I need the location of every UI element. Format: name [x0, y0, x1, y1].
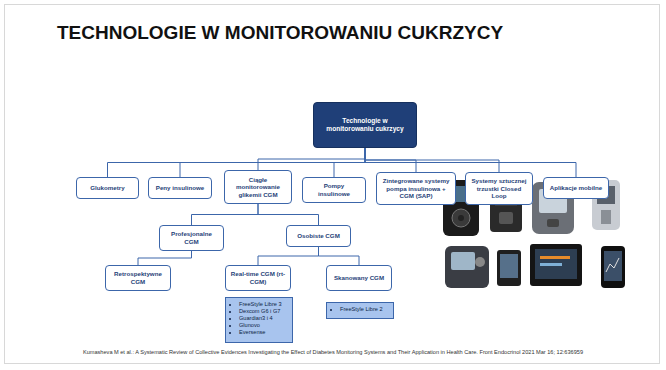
node-label: Aplikacje mobilne: [550, 184, 603, 192]
category-box: Pompy insulinowe: [302, 177, 366, 203]
category-box: Systemy sztucznej trzustki Closed Loop: [465, 172, 533, 205]
node-label: Retrospektywne CGM: [110, 270, 166, 285]
cgm-type-box: Retrospektywne CGM: [105, 265, 171, 291]
tree-connector: [334, 148, 365, 177]
device-list-box: FreeStyle Libre 3Dexcom G6 i G7Guardian3…: [225, 297, 293, 343]
tree-connector: [192, 204, 259, 225]
tree-connector: [365, 148, 499, 172]
device-list: FreeStyle Libre 3Dexcom G6 i G7Guardian3…: [231, 301, 282, 336]
device-list-box: FreeStyle Libre 2: [326, 302, 394, 319]
device-name: Glunovo: [239, 322, 282, 329]
node-label: Profesjonalne CGM: [164, 230, 219, 245]
tree-connector: [319, 247, 360, 265]
tree-connector: [258, 247, 319, 265]
node-label: Real-time CGM (rt-CGM): [230, 270, 286, 285]
device-name: Dexcom G6 i G7: [239, 308, 282, 315]
subcategory-box: Profesjonalne CGM: [159, 225, 224, 251]
node-label: Systemy sztucznej trzustki Closed Loop: [470, 177, 528, 200]
node-label: Pompy insulinowe: [307, 182, 361, 197]
tree-connector: [138, 251, 192, 265]
citation-caption: Kumasheva M et al.: A Systematic Review …: [30, 349, 636, 356]
node-label: Glukometry: [90, 184, 124, 192]
device-name: Guardian3 i 4: [239, 315, 282, 322]
category-box: Ciągłe monitorowanie glikemii CGM: [224, 170, 292, 204]
category-box: Aplikacje mobilne: [543, 177, 609, 199]
tree-connector: [258, 148, 365, 170]
cgm-type-box: Skanowany CGM: [326, 265, 392, 291]
cgm-type-box: Real-time CGM (rt-CGM): [225, 265, 291, 291]
node-label: Peny insulinowe: [156, 184, 204, 192]
category-box: Peny insulinowe: [148, 177, 212, 199]
tree-connector: [258, 204, 319, 225]
device-name: FreeStyle Libre 2: [340, 306, 383, 313]
subcategory-box: Osobiste CGM: [286, 225, 351, 247]
device-name: Eversense: [239, 329, 282, 336]
device-name: FreeStyle Libre 3: [239, 301, 282, 308]
root-box: Technologie w monitorowaniu cukrzycy: [313, 102, 417, 148]
category-box: Glukometry: [76, 177, 139, 199]
device-list: FreeStyle Libre 2: [332, 306, 383, 313]
node-label: Skanowany CGM: [334, 274, 384, 282]
category-box: Zintegrowane systemy pompa insulinowa + …: [376, 172, 456, 205]
node-label: Ciągłe monitorowanie glikemii CGM: [229, 176, 287, 199]
node-label: Technologie w monitorowaniu cukrzycy: [319, 117, 411, 133]
node-label: Zintegrowane systemy pompa insulinowa + …: [381, 177, 451, 200]
node-label: Osobiste CGM: [297, 232, 340, 240]
slide-title: TECHNOLOGIE W MONITOROWANIU CUKRZYCY: [57, 22, 503, 44]
